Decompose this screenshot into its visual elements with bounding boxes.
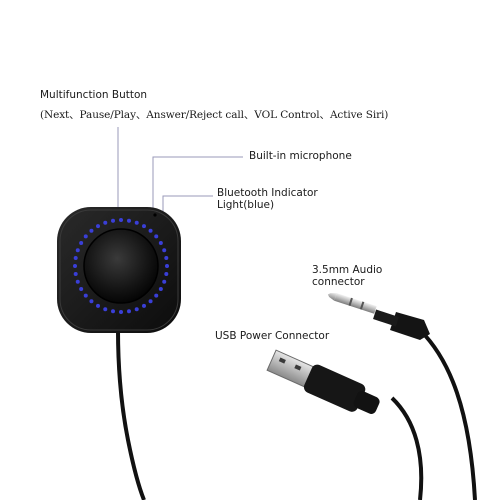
led-dot — [75, 279, 80, 284]
led-dot — [165, 264, 169, 268]
led-dot — [103, 220, 108, 225]
led-dot — [73, 271, 78, 276]
led-dot — [158, 241, 163, 245]
multifunction-button-knob — [84, 229, 158, 303]
led-dot — [83, 234, 88, 239]
led-dot — [96, 303, 100, 308]
led-dot — [89, 299, 94, 304]
device-cable — [116, 329, 146, 500]
multifunction-button-label: Multifunction Button — [40, 89, 148, 101]
leader-microphone — [152, 156, 243, 213]
bluetooth-indicator-label-line1: Bluetooth Indicator — [217, 187, 318, 199]
led-dot — [126, 309, 131, 314]
usb-cable — [390, 396, 424, 500]
led-dot — [164, 256, 169, 261]
led-dot — [79, 241, 84, 245]
led-dot — [96, 224, 100, 229]
bluetooth-indicator-led-ring — [73, 218, 169, 314]
led-dot — [119, 218, 123, 222]
microphone-label: Built-in microphone — [249, 150, 352, 162]
usb-connector-label: USB Power Connector — [215, 330, 330, 342]
led-dot — [126, 218, 131, 223]
led-dot — [142, 224, 146, 229]
audio-jack-connector — [327, 293, 430, 340]
led-dot — [148, 299, 153, 304]
led-dot — [73, 256, 78, 261]
led-dot — [111, 309, 116, 314]
led-dot — [89, 228, 94, 233]
led-dot — [83, 293, 88, 298]
led-dot — [142, 303, 146, 308]
led-dot — [75, 248, 80, 253]
led-dot — [164, 271, 169, 276]
bluetooth-receiver-device — [57, 207, 181, 333]
audio-connector-label: 3.5mm Audio connector — [312, 264, 382, 288]
bluetooth-indicator-label-line2: Light(blue) — [217, 199, 275, 212]
microphone-hole — [153, 213, 157, 217]
led-dot — [79, 287, 84, 291]
audio-connector-label-line1: 3.5mm Audio — [312, 264, 383, 276]
led-dot — [158, 287, 163, 291]
audio-connector-label-line2: connector — [312, 276, 365, 289]
led-dot — [162, 248, 167, 253]
multifunction-button-description: (Next、Pause/Play、Answer/Reject call、VOL … — [40, 109, 389, 121]
audio-cable — [418, 328, 477, 500]
led-dot — [154, 234, 159, 239]
led-dot — [103, 307, 108, 312]
led-dot — [162, 279, 167, 284]
led-dot — [154, 293, 159, 298]
led-dot — [148, 228, 153, 233]
bluetooth-indicator-label: Bluetooth Indicator Light(blue) — [217, 187, 318, 211]
led-dot — [134, 220, 139, 225]
led-dot — [134, 307, 139, 312]
led-dot — [73, 264, 77, 268]
led-dot — [111, 218, 116, 223]
led-dot — [119, 310, 123, 314]
leader-bluetooth — [162, 195, 213, 213]
usb-power-connector — [266, 349, 380, 414]
